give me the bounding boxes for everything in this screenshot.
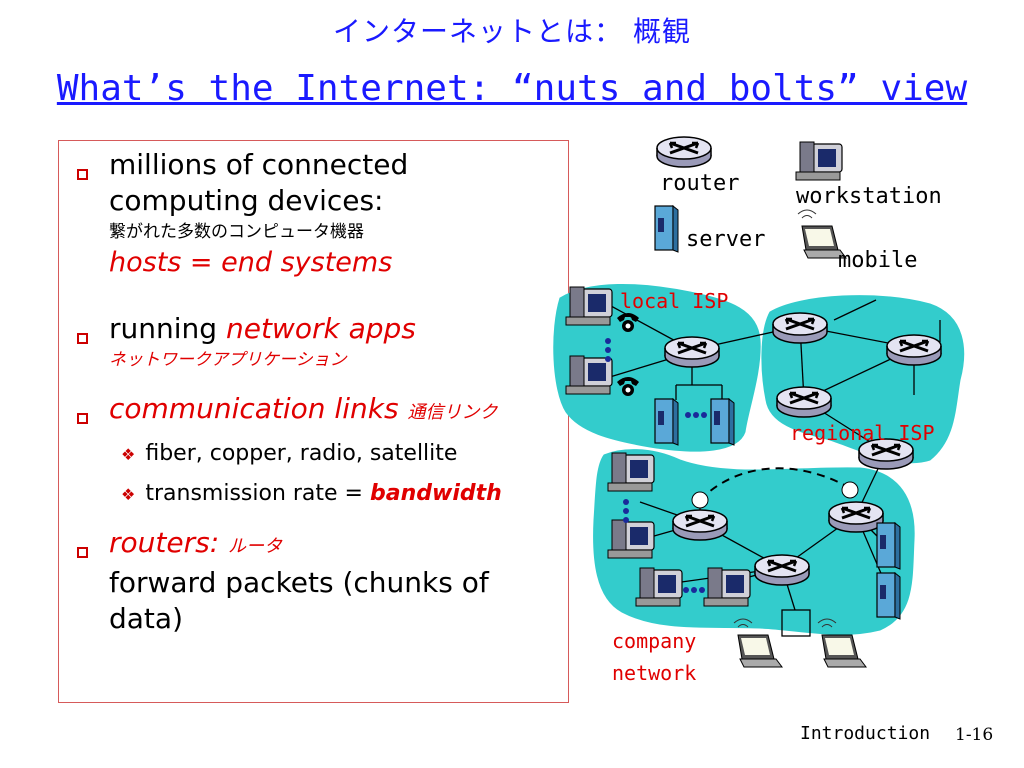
bullet-apps-jp: ネットワークアプリケーション — [109, 350, 347, 370]
bullet-routers-line3: data) — [109, 602, 183, 635]
company-workstation-2 — [607, 519, 655, 559]
bullet-links-red: communication links — [109, 392, 399, 425]
local-isp-label: local ISP — [620, 289, 728, 313]
bullet-apps: running network apps ネットワークアプリケーション — [109, 311, 559, 373]
bullet-devices: millions of connected computing devices:… — [109, 147, 559, 281]
satellite-dish-icon — [841, 481, 859, 499]
company-network-label-1: company — [612, 629, 696, 653]
bullet-routers-line2: forward packets (chunks of — [109, 566, 489, 599]
page-number: 1-16 — [955, 725, 994, 745]
company-server-2 — [876, 572, 901, 620]
local-workstation-2 — [565, 355, 613, 395]
regional-router-3 — [775, 385, 833, 419]
bullet-devices-jp: 繋がれた多数のコンピュータ機器 — [109, 222, 364, 242]
bullet-list-box: millions of connected computing devices:… — [58, 140, 569, 703]
local-workstation-1 — [565, 286, 613, 326]
bullet-hosts: hosts = end systems — [109, 247, 393, 278]
legend-workstation-label: workstation — [796, 184, 942, 209]
regional-router-2 — [885, 333, 943, 367]
server-legend-icon — [654, 205, 679, 253]
bullet-marker — [77, 397, 88, 433]
bullet-devices-line2: computing devices: — [109, 184, 384, 217]
local-server-2 — [710, 398, 735, 446]
bullet-apps-prefix: running — [109, 312, 218, 345]
router-legend-icon — [655, 135, 713, 169]
bullet-apps-red: network apps — [225, 312, 416, 345]
company-workstation-4 — [703, 567, 751, 607]
sub-bullet-rate: ❖transmission rate = bandwidth — [121, 481, 502, 506]
bullet-links: communication links 通信リンク — [109, 391, 559, 431]
slide-title: What’s the Internet: “nuts and bolts” vi… — [56, 68, 968, 109]
regional-isp-label: regional ISP — [790, 421, 935, 445]
sub-bullet-media: ❖fiber, copper, radio, satellite — [121, 441, 458, 466]
bullet-links-jp: 通信リンク — [407, 402, 498, 423]
legend-server-label: server — [686, 227, 765, 252]
company-server-1 — [876, 522, 901, 570]
footer-section: Introduction — [800, 723, 931, 744]
local-isp-router — [663, 335, 721, 369]
sub-bullet-media-text: fiber, copper, radio, satellite — [145, 441, 458, 466]
company-workstation-1 — [607, 452, 655, 492]
company-workstation-3 — [635, 567, 683, 607]
local-isp-cloud — [553, 284, 761, 452]
bullet-routers-jp: ルータ — [228, 536, 283, 557]
bullet-marker — [77, 153, 88, 189]
company-network-label-2: network — [612, 661, 696, 685]
company-router-1 — [671, 508, 729, 542]
bullet-routers-red: routers: — [109, 526, 220, 559]
bullet-routers: routers: ルータ forward packets (chunks of … — [109, 525, 559, 637]
legend-mobile-label: mobile — [838, 248, 917, 273]
satellite-dish-icon — [691, 491, 709, 509]
legend-router-label: router — [660, 171, 739, 196]
company-router-3 — [753, 553, 811, 587]
workstation-legend-icon — [795, 141, 843, 181]
bullet-marker — [77, 531, 88, 567]
local-server-1 — [654, 398, 679, 446]
company-router-2 — [827, 500, 885, 534]
bullet-marker — [77, 317, 88, 353]
regional-router-1 — [771, 311, 829, 345]
sub-bullet-rate-bold: bandwidth — [370, 481, 502, 506]
slide-title-japanese: インターネットとは： 概観 — [333, 15, 691, 48]
sub-bullet-rate-text: transmission rate = — [145, 481, 363, 506]
bullet-devices-line1: millions of connected — [109, 148, 409, 181]
